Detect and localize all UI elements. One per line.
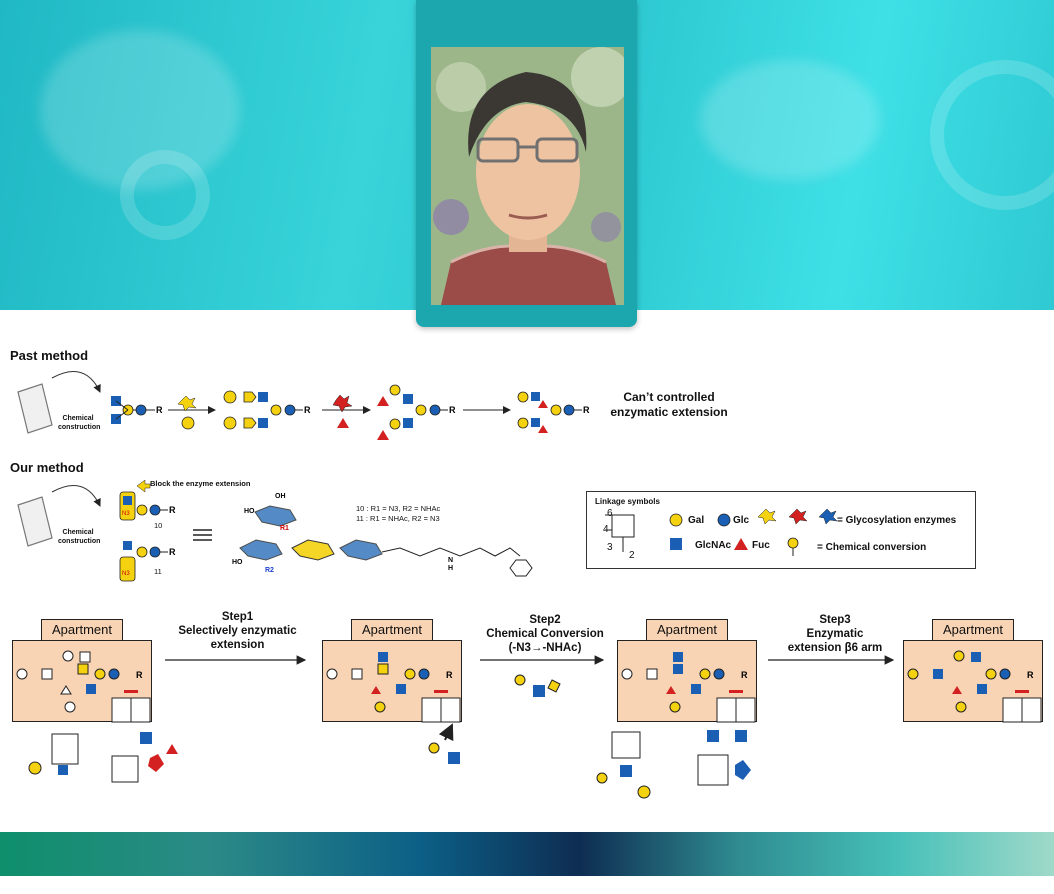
svg-text:H: H [448,565,453,572]
legend-position-3: 3 [607,542,613,553]
legend-enzymes-label: = Glycosylation enzymes [837,515,957,526]
apartment-tag-3: Apartment [646,619,728,641]
banner-glow [700,60,880,180]
equivalence-sign [193,529,212,541]
past-structure-4: R [517,391,590,433]
legend-conversion-label: = Chemical conversion [817,542,927,553]
svg-text:R: R [156,405,163,415]
svg-text:R2: R2 [265,567,274,574]
apartment-card-4 [903,640,1043,722]
svg-text:N: N [448,557,453,564]
compound-10-number: 10 [154,521,163,530]
svg-text:R: R [449,405,456,415]
compound-11-number: 11 [154,567,162,576]
past-structure-1: R [111,396,163,424]
banner-ring [930,60,1054,210]
svg-text:R1: R1 [280,525,289,532]
legend-title: Linkage symbols [595,497,660,506]
legend-glc-label: Glc [733,515,750,526]
apartment-tag-1: Apartment [41,619,123,641]
apartment-tag-4: Apartment [932,619,1014,641]
legend-position-2: 2 [629,550,635,561]
compound-10-definition: 10 : R1 = N3, R2 = NHAc [356,504,441,513]
legend-gal-label: Gal [688,515,705,526]
footer-band [0,832,1054,876]
svg-text:N3: N3 [122,511,130,517]
legend-fuc-label: Fuc [752,540,770,551]
svg-text:R: R [169,547,176,557]
compound-11-definition: 11 : R1 = NHAc, R2 = N3 [356,514,440,523]
apartment-card-3 [617,640,757,722]
apartment-red-bars [124,690,1029,693]
banner-ring [120,150,210,240]
svg-text:HO: HO [244,508,255,515]
svg-text:HO: HO [232,559,243,566]
compound-11-structure: N3 R [119,541,176,582]
svg-text:R: R [169,505,176,515]
legend-position-4: 4 [603,524,609,535]
apartment-windows [111,697,1042,723]
past-method-label: Past method [10,348,89,363]
apartment-card-2 [322,640,462,722]
apartment-card-1 [12,640,152,722]
legend-position-6: 6 [607,508,613,519]
svg-text:R: R [304,405,311,415]
our-method-label: Our method [10,460,84,475]
apartment-tag-2: Apartment [351,619,433,641]
block-enzyme-label: Block the enzyme extension [150,479,251,488]
linkage-legend: Linkage symbols 6 4 3 2 Gal Glc = Glycos… [586,491,976,569]
legend-glcnac-label: GlcNAc [695,540,732,551]
svg-text:R: R [583,405,590,415]
svg-text:OH: OH [275,493,286,500]
portrait-frame [416,0,637,327]
past-structure-3: R [377,384,456,440]
past-structure-2: R [223,390,311,430]
svg-text:N3: N3 [122,571,130,577]
portrait-photo [431,47,624,305]
